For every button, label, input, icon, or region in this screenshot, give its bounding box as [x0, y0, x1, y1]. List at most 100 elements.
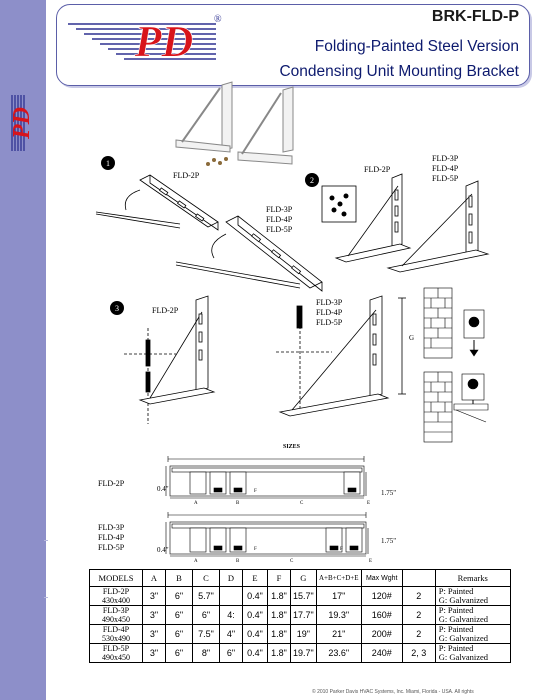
svg-text:FLD-4P: FLD-4P: [266, 215, 293, 224]
bracket-photo: [175, 81, 294, 166]
model-name: FLD-3P: [102, 606, 130, 615]
step-3-bracket-small: [124, 295, 216, 424]
col-g: G: [290, 569, 317, 587]
cell-qty: 2: [401, 605, 436, 625]
svg-text:FLD-5P: FLD-5P: [98, 543, 125, 552]
product-code: BRK-FLD-P: [431, 8, 519, 25]
svg-text:FLD-2P: FLD-2P: [98, 479, 125, 488]
cell-c: 6": [192, 605, 220, 625]
cell-e: 0.4": [242, 586, 268, 606]
model-size: 430x400: [102, 596, 130, 605]
remark-galvanized: G: Galvanized: [438, 633, 489, 643]
svg-text:FLD-4P: FLD-4P: [316, 308, 343, 317]
step-1-bracket-small: [95, 174, 219, 231]
svg-text:FLD-4P: FLD-4P: [432, 164, 459, 173]
svg-text:1: 1: [106, 159, 110, 168]
cell-max: 200#: [360, 624, 403, 644]
svg-text:F: F: [254, 547, 257, 552]
cell-f: 1.8": [267, 586, 291, 606]
cell-b: 6": [165, 586, 193, 606]
svg-text:0.4": 0.4": [157, 485, 169, 493]
cell-e: 0.4": [242, 643, 268, 663]
cell-g: 19.7": [290, 643, 317, 663]
col-d: D: [219, 569, 243, 587]
remark-painted: P: Painted: [438, 643, 474, 653]
col-max-weight: Max Wght: [360, 569, 403, 587]
cell-d: 4:: [219, 605, 243, 625]
svg-text:2: 2: [310, 176, 314, 185]
step-2-marker: [305, 173, 319, 187]
remark-galvanized: G: Galvanized: [438, 614, 489, 624]
svg-text:1.75": 1.75": [381, 489, 396, 497]
cell-c: 7.5": [192, 624, 220, 644]
cell-d: [219, 586, 243, 606]
step-3-bracket-large: [276, 295, 406, 417]
svg-text:FLD-5P: FLD-5P: [316, 318, 343, 327]
step-1-marker: [101, 156, 115, 170]
svg-text:A: A: [194, 559, 198, 564]
remark-galvanized: G: Galvanized: [438, 652, 489, 662]
model-name: FLD-2P: [102, 587, 130, 596]
side-tick: [44, 540, 48, 541]
cell-sum: 21": [315, 624, 362, 644]
remark-painted: P: Painted: [438, 605, 474, 615]
model-size: 490x450: [102, 653, 130, 662]
svg-text:1.75": 1.75": [381, 537, 396, 545]
model-name: FLD-4P: [102, 625, 130, 634]
col-sum: A+B+C+D+E: [315, 569, 362, 587]
cell-b: 6": [165, 643, 193, 663]
cell-e: 0.4": [242, 605, 268, 625]
cell-f: 1.8": [267, 605, 291, 625]
svg-text:FLD-5P: FLD-5P: [266, 225, 293, 234]
svg-text:FLD-3P: FLD-3P: [98, 523, 125, 532]
cell-f: 1.8": [267, 643, 291, 663]
cell-e: 0.4": [242, 624, 268, 644]
step-1-bracket-large: [175, 215, 323, 292]
header-box: [56, 4, 530, 86]
col-blank: [401, 569, 436, 587]
remark-galvanized: G: Galvanized: [438, 595, 489, 605]
cell-b: 6": [165, 624, 193, 644]
pd-logo: PD ®: [68, 14, 222, 66]
cell-sum: 17": [315, 586, 362, 606]
cell-c: 5.7": [192, 586, 220, 606]
svg-text:PD: PD: [134, 17, 194, 66]
step-2-bracket-large: [386, 180, 490, 273]
side-bar: [0, 0, 46, 700]
cell-a: 3": [142, 624, 166, 644]
cell-g: 15.7": [290, 586, 317, 606]
arrow-1: [124, 189, 141, 211]
svg-text:F: F: [215, 489, 218, 494]
cell-max: 120#: [360, 586, 403, 606]
svg-text:FLD-2P: FLD-2P: [173, 171, 200, 180]
svg-text:FLD-3P: FLD-3P: [266, 205, 293, 214]
svg-text:F: F: [215, 547, 218, 552]
svg-text:SIZES: SIZES: [283, 444, 301, 450]
size-diagram-2p: [165, 456, 367, 499]
step-2-bracket-small: [334, 173, 412, 263]
cell-c: 8": [192, 643, 220, 663]
cell-max: 240#: [360, 643, 403, 663]
cell-a: 3": [142, 643, 166, 663]
col-e: E: [242, 569, 268, 587]
svg-text:FLD-2P: FLD-2P: [152, 306, 179, 315]
cell-f: 1.8": [267, 624, 291, 644]
svg-text:FLD-3P: FLD-3P: [432, 154, 459, 163]
svg-text:A: A: [194, 501, 198, 506]
svg-text:0.4": 0.4": [157, 546, 169, 554]
svg-text:G: G: [409, 334, 414, 342]
svg-text:FLD-5P: FLD-5P: [432, 174, 459, 183]
subtitle-line-1: Folding-Painted Steel Version: [314, 38, 519, 55]
step-3-marker: [110, 301, 124, 315]
svg-text:E: E: [367, 501, 370, 506]
cell-sum: 19.3": [315, 605, 362, 625]
svg-text:B: B: [236, 559, 240, 564]
cell-max: 160#: [360, 605, 403, 625]
col-remarks: Remarks: [434, 569, 511, 587]
brick-wall-2: [423, 371, 489, 443]
